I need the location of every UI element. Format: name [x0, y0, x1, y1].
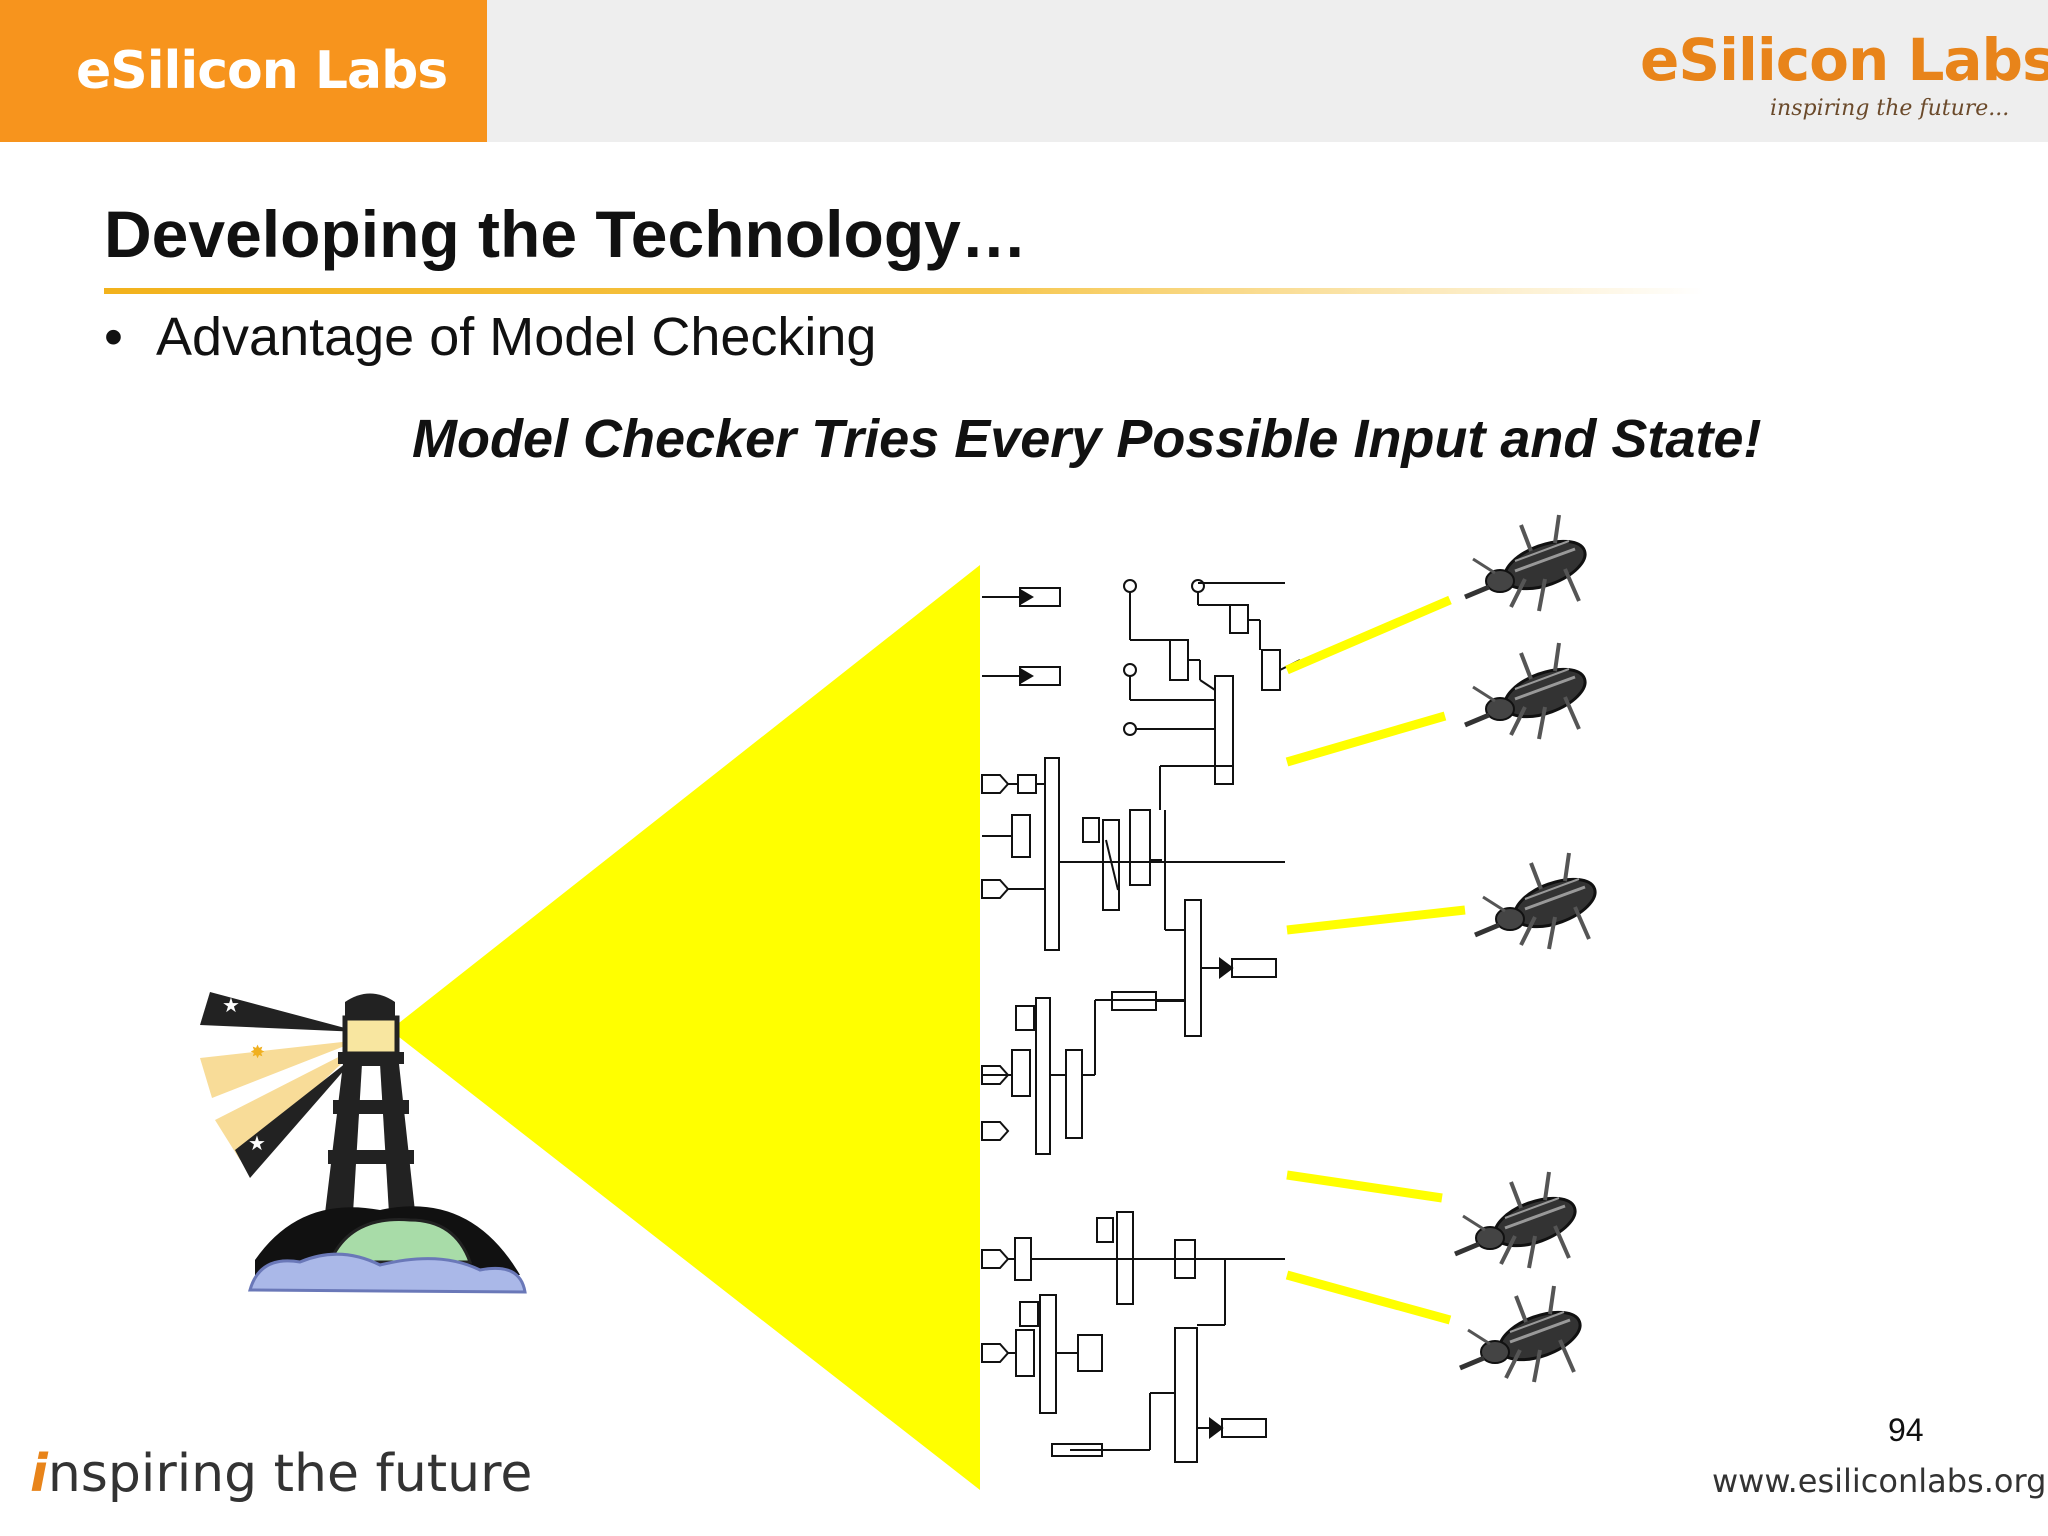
- brand-tab: eSilicon Labs: [0, 0, 487, 142]
- title-underline: [104, 288, 1704, 294]
- bug-icon: [1465, 515, 1591, 611]
- logo-tagline: inspiring the future...: [1770, 96, 2010, 121]
- bug-icon: [1455, 1172, 1581, 1268]
- svg-text:★: ★: [222, 993, 240, 1017]
- bullet-dot: •: [104, 307, 123, 367]
- bullet-text: Advantage of Model Checking: [156, 307, 877, 367]
- footer-tagline-text: nspiring the future: [47, 1444, 533, 1504]
- footer-i-logo-icon: i: [30, 1444, 48, 1504]
- subheading: Model Checker Tries Every Possible Input…: [412, 409, 1762, 469]
- block-diagram: [981, 579, 1301, 1463]
- logo-text: eSilicon Labs: [1640, 26, 2048, 94]
- bug-icon: [1475, 853, 1601, 949]
- svg-text:✸: ✸: [250, 1042, 265, 1063]
- bug-pointer-lines: [1285, 595, 1466, 1325]
- svg-text:★: ★: [248, 1131, 266, 1155]
- esilicon-logo: eSilicon Labs inspiring the future...: [1640, 26, 2048, 126]
- light-beam: [390, 565, 980, 1490]
- footer-url: www.esiliconlabs.org: [1712, 1462, 2047, 1500]
- page-number: 94: [1888, 1412, 1924, 1448]
- slide-title: Developing the Technology…: [104, 197, 1027, 271]
- bug-icon: [1460, 1286, 1586, 1382]
- brand-tab-label: eSilicon Labs: [76, 41, 448, 101]
- bug-icon: [1465, 643, 1591, 739]
- lighthouse-icon: ★ ✸ ★: [200, 992, 527, 1294]
- footer-tagline: inspiring the future: [30, 1444, 532, 1504]
- bullet-item: • Advantage of Model Checking: [104, 306, 876, 368]
